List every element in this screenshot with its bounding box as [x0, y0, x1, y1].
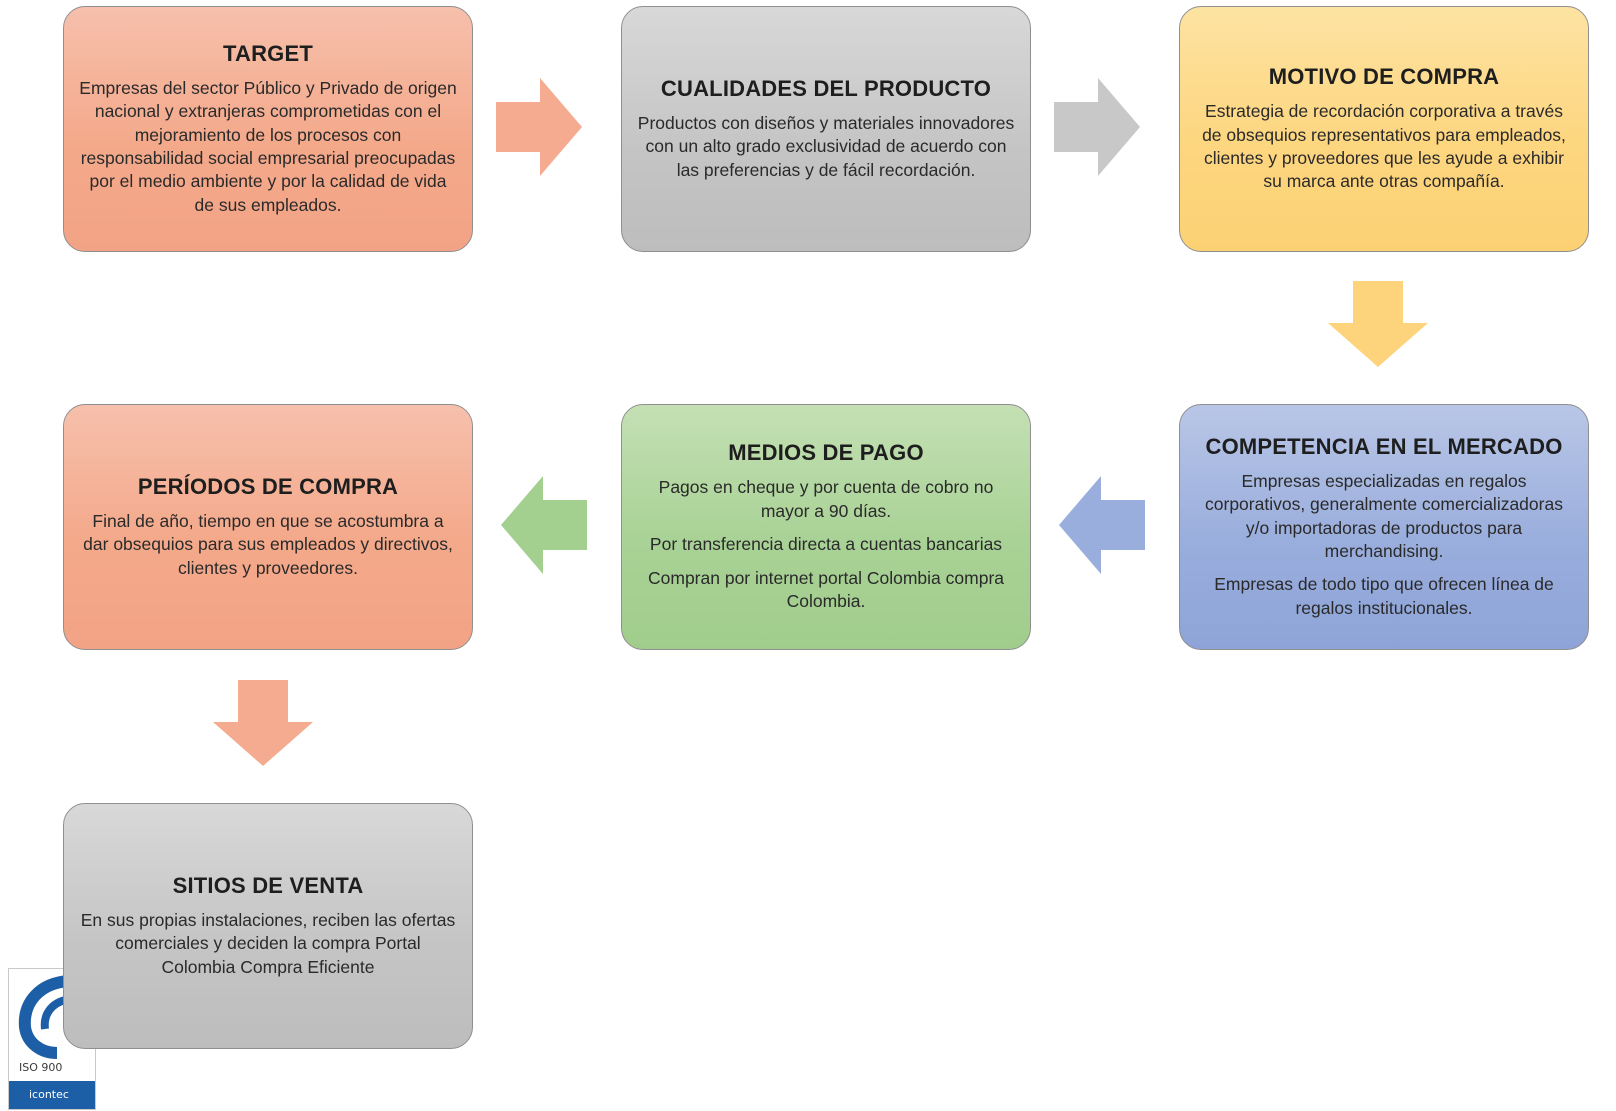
- motivo-text: Estrategia de recordación corporativa a …: [1202, 101, 1566, 192]
- sitios-title: SITIOS DE VENTA: [172, 872, 364, 898]
- medios-title: MEDIOS DE PAGO: [728, 440, 924, 466]
- periodos-title: PERÍODOS DE COMPRA: [137, 473, 399, 499]
- arrow-down-yellow: [1328, 281, 1428, 367]
- cualidades-text: Productos con diseños y materiales innov…: [637, 112, 1015, 180]
- cualidades-box: CUALIDADES DEL PRODUCTO Productos con di…: [621, 6, 1031, 252]
- sitios-box: SITIOS DE VENTA En sus propias instalaci…: [63, 803, 473, 1049]
- competencia-box: COMPETENCIA EN EL MERCADO Empresas espec…: [1179, 404, 1589, 650]
- target-box: TARGET Empresas del sector Público y Pri…: [63, 6, 473, 252]
- periodos-text: Final de año, tiempo en que se acostumbr…: [83, 510, 453, 578]
- arrow-left-blue: [1059, 476, 1145, 574]
- iso-label: ISO 900: [19, 1061, 63, 1074]
- medios-text-1: Pagos en cheque y por cuenta de cobro no…: [658, 477, 994, 521]
- arrow-left-green: [501, 476, 587, 574]
- medios-box: MEDIOS DE PAGO Pagos en cheque y por cue…: [621, 404, 1031, 650]
- competencia-text-2: Empresas de todo tipo que ofrecen línea …: [1214, 574, 1554, 618]
- cualidades-title: CUALIDADES DEL PRODUCTO: [660, 75, 992, 101]
- motivo-box: MOTIVO DE COMPRA Estrategia de recordaci…: [1179, 6, 1589, 252]
- periodos-box: PERÍODOS DE COMPRA Final de año, tiempo …: [63, 404, 473, 650]
- medios-text-2: Por transferencia directa a cuentas banc…: [649, 534, 1003, 555]
- competencia-title: COMPETENCIA EN EL MERCADO: [1205, 433, 1563, 459]
- target-text: Empresas del sector Público y Privado de…: [79, 77, 457, 215]
- icontec-band: icontec: [9, 1081, 95, 1109]
- arrow-down-salmon: [213, 680, 313, 766]
- motivo-title: MOTIVO DE COMPRA: [1268, 64, 1500, 90]
- target-title: TARGET: [222, 40, 313, 66]
- arrow-right-grey: [1054, 78, 1140, 176]
- sitios-text: En sus propias instalaciones, reciben la…: [80, 909, 456, 977]
- medios-text-3: Compran por internet portal Colombia com…: [648, 567, 1004, 612]
- arrow-right-salmon: [496, 78, 582, 176]
- competencia-text-1: Empresas especializadas en regalos corpo…: [1205, 470, 1563, 561]
